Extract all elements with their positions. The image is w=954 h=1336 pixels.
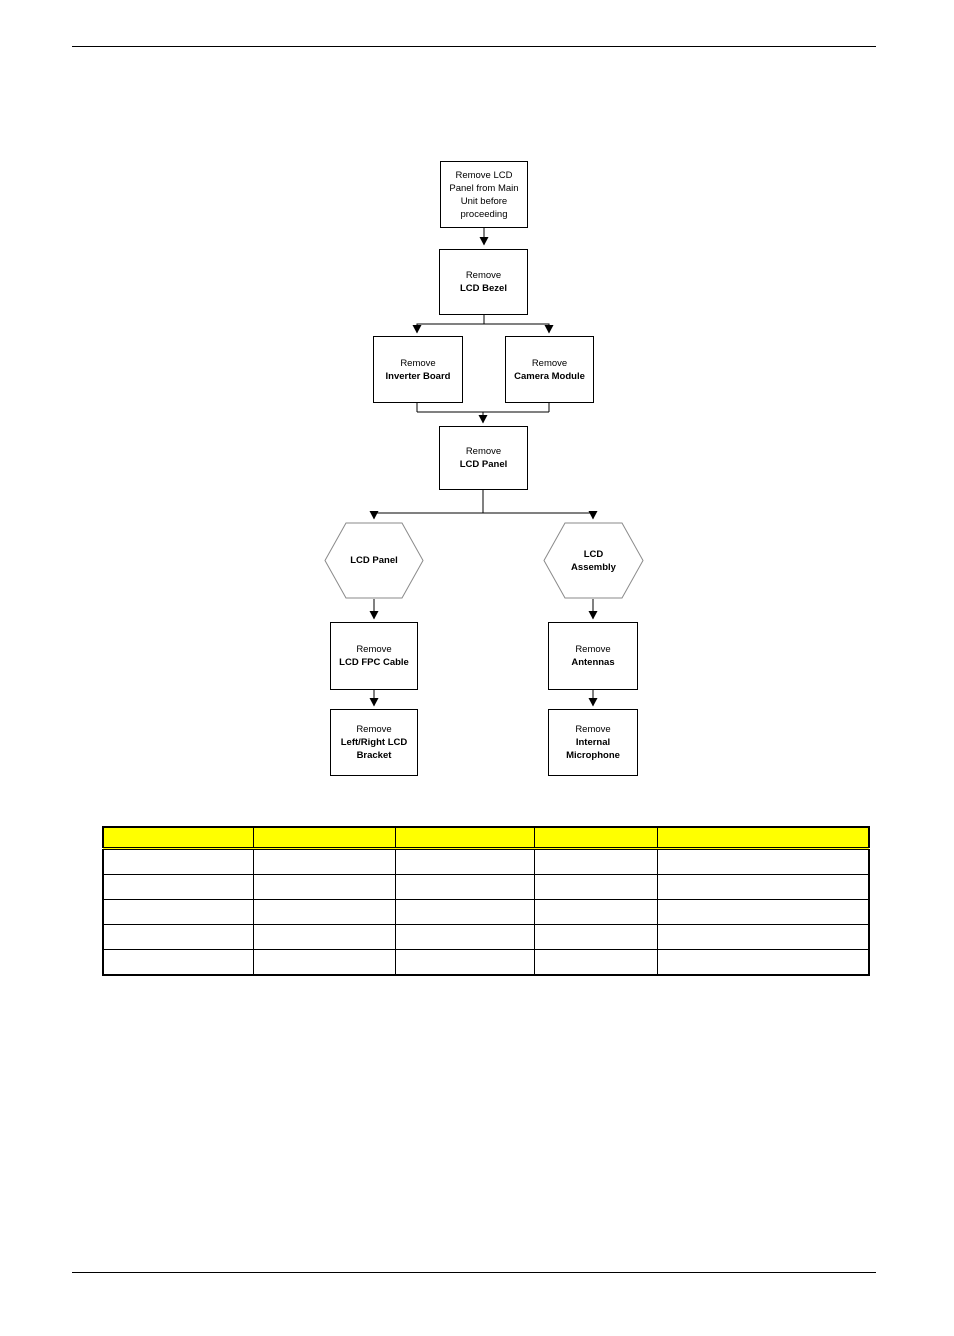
table-row <box>102 924 870 950</box>
table-cell <box>252 899 396 925</box>
table-cell <box>394 949 535 976</box>
header-cell <box>394 826 535 850</box>
decision-label: LCD Assembly <box>571 548 616 573</box>
flow-node-remove-lcd-panel: Remove LCD Panel <box>439 426 528 490</box>
header-cell <box>533 826 658 850</box>
table-cell <box>394 848 535 875</box>
flow-node-remove-left-right-lcd-bracket: Remove Left/Right LCD Bracket <box>330 709 418 776</box>
table-cell <box>102 924 254 950</box>
table-cell <box>533 899 658 925</box>
flow-node-start-note: Remove LCD Panel from Main Unit before p… <box>440 161 528 228</box>
header-rule <box>72 46 876 47</box>
header-cell <box>102 826 254 850</box>
table-cell <box>252 874 396 900</box>
table-cell <box>656 848 870 875</box>
table-cell <box>533 949 658 976</box>
flow-node-remove-internal-microphone: Remove Internal Microphone <box>548 709 638 776</box>
table-row <box>102 899 870 925</box>
table-cell <box>656 949 870 976</box>
table-cell <box>102 848 254 875</box>
screw-table <box>102 826 870 976</box>
table-cell <box>394 924 535 950</box>
table-cell <box>533 924 658 950</box>
hexagon-shape-icon <box>543 522 644 599</box>
table-cell <box>533 848 658 875</box>
table-header-row <box>102 826 870 850</box>
decision-lcd-panel: LCD Panel <box>324 522 424 599</box>
table-cell <box>656 924 870 950</box>
table-cell <box>656 874 870 900</box>
table-cell <box>394 874 535 900</box>
footer-rule <box>72 1272 876 1273</box>
table-cell <box>252 949 396 976</box>
table-cell <box>102 874 254 900</box>
table-header <box>102 826 870 850</box>
decision-lcd-assembly: LCD Assembly <box>543 522 644 599</box>
table-cell <box>102 899 254 925</box>
hexagon-shape-icon <box>324 522 424 599</box>
table-cell <box>252 848 396 875</box>
table-row <box>102 848 870 875</box>
table-container <box>102 826 870 976</box>
table-cell <box>394 899 535 925</box>
table-cell <box>252 924 396 950</box>
table-row <box>102 874 870 900</box>
table-cell <box>656 899 870 925</box>
header-cell <box>252 826 396 850</box>
flow-node-remove-antennas: Remove Antennas <box>548 622 638 690</box>
table-cell <box>533 874 658 900</box>
flow-node-remove-inverter-board: Remove Inverter Board <box>373 336 463 403</box>
flow-node-remove-lcd-fpc-cable: Remove LCD FPC Cable <box>330 622 418 690</box>
start-note-text: Remove LCD Panel from Main Unit before p… <box>449 169 519 220</box>
flow-node-remove-camera-module: Remove Camera Module <box>505 336 594 403</box>
table-cell <box>102 949 254 976</box>
decision-label: LCD Panel <box>350 555 398 566</box>
table-row <box>102 949 870 976</box>
table-body <box>102 848 870 976</box>
header-cell <box>656 826 870 850</box>
flow-node-remove-lcd-bezel: Remove LCD Bezel <box>439 249 528 315</box>
